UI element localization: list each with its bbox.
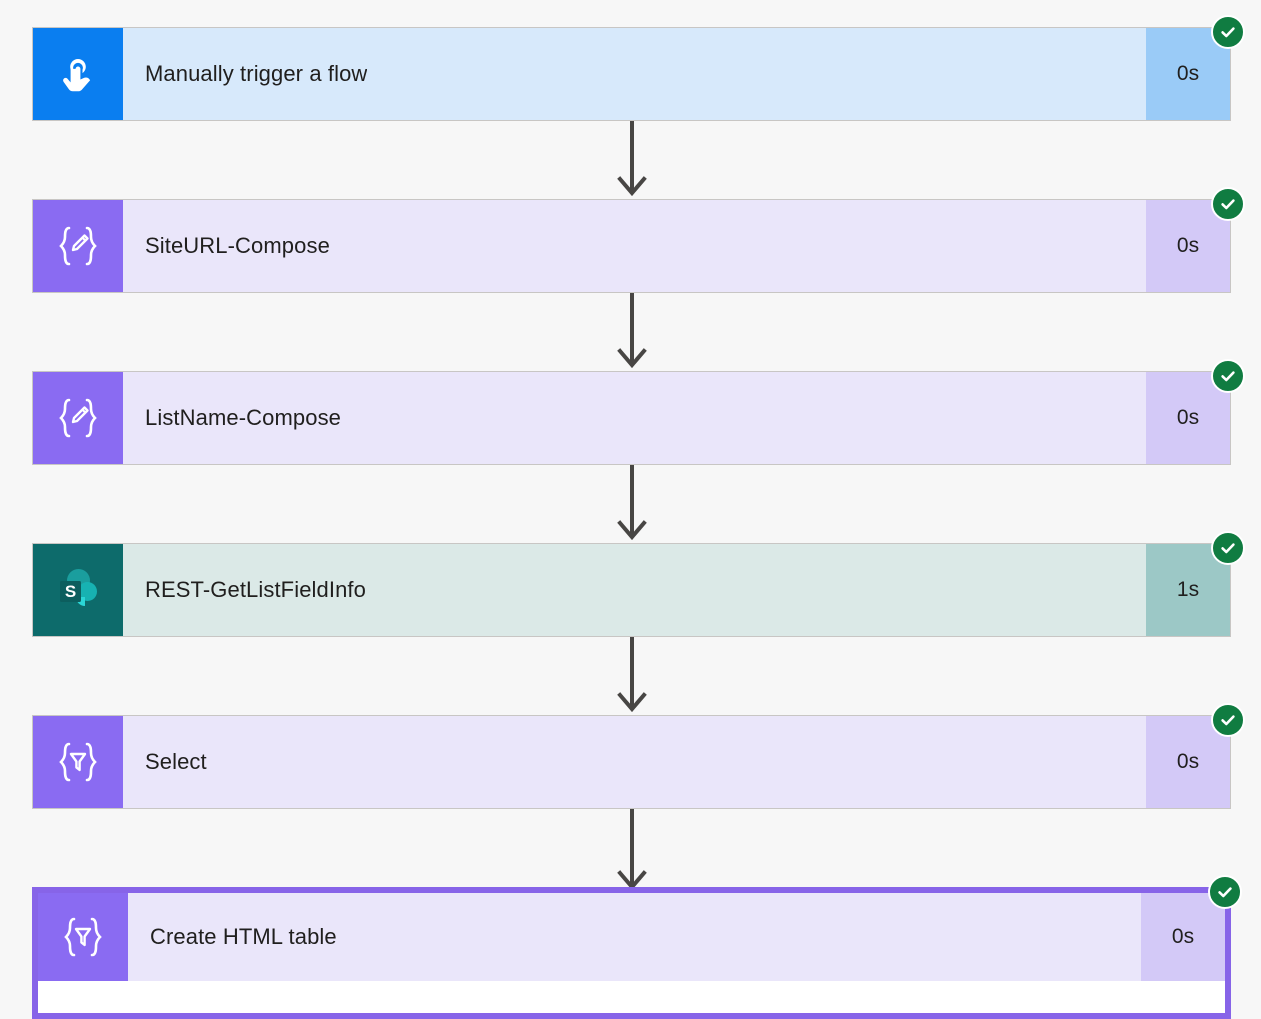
- svg-text:S: S: [65, 582, 76, 601]
- flow-step-title: ListName-Compose: [145, 405, 342, 430]
- flow-step-title: Select: [145, 749, 207, 774]
- flow-step-title: SiteURL-Compose: [145, 233, 330, 258]
- status-badge-succeeded: [1211, 703, 1245, 737]
- flow-step-card[interactable]: ListName-Compose 0s: [32, 371, 1231, 465]
- tap-hand-icon: [33, 28, 123, 120]
- flow-step-title-container: ListName-Compose: [123, 372, 1146, 464]
- flow-connector-arrow: [612, 293, 652, 371]
- status-badge-succeeded: [1211, 187, 1245, 221]
- flow-step-title: Manually trigger a flow: [145, 61, 368, 86]
- status-badge-succeeded: [1208, 875, 1242, 909]
- flow-step-title-container: REST-GetListFieldInfo: [123, 544, 1146, 636]
- flow-step-title-container: SiteURL-Compose: [123, 200, 1146, 292]
- flow-connector-arrow: [612, 809, 652, 887]
- flow-step-card[interactable]: SiteURL-Compose 0s: [32, 199, 1231, 293]
- flow-step-card-selected[interactable]: Create HTML table 0s: [32, 887, 1231, 1019]
- flow-step-title-container: Manually trigger a flow: [123, 28, 1146, 120]
- flow-connector-arrow: [612, 121, 652, 199]
- status-badge-succeeded: [1211, 15, 1245, 49]
- flow-step-title-container: Create HTML table: [128, 893, 1141, 981]
- flow-step-title-container: Select: [123, 716, 1146, 808]
- compose-pencil-braces-icon: [33, 200, 123, 292]
- select-funnel-braces-icon: [38, 893, 128, 981]
- flow-connector-arrow: [612, 465, 652, 543]
- compose-pencil-braces-icon: [33, 372, 123, 464]
- flow-step-detail-panel: [38, 981, 1225, 1013]
- flow-step-card[interactable]: Manually trigger a flow 0s: [32, 27, 1231, 121]
- flow-step-title: REST-GetListFieldInfo: [145, 577, 366, 602]
- flow-step-header[interactable]: Create HTML table 0s: [38, 893, 1225, 981]
- flow-step-title: Create HTML table: [150, 924, 337, 949]
- select-funnel-braces-icon: [33, 716, 123, 808]
- status-badge-succeeded: [1211, 531, 1245, 565]
- sharepoint-icon: S: [33, 544, 123, 636]
- flow-step-duration: 0s: [1141, 893, 1225, 981]
- flow-connector-arrow: [612, 637, 652, 715]
- flow-step-card[interactable]: S REST-GetListFieldInfo 1s: [32, 543, 1231, 637]
- status-badge-succeeded: [1211, 359, 1245, 393]
- flow-step-card[interactable]: Select 0s: [32, 715, 1231, 809]
